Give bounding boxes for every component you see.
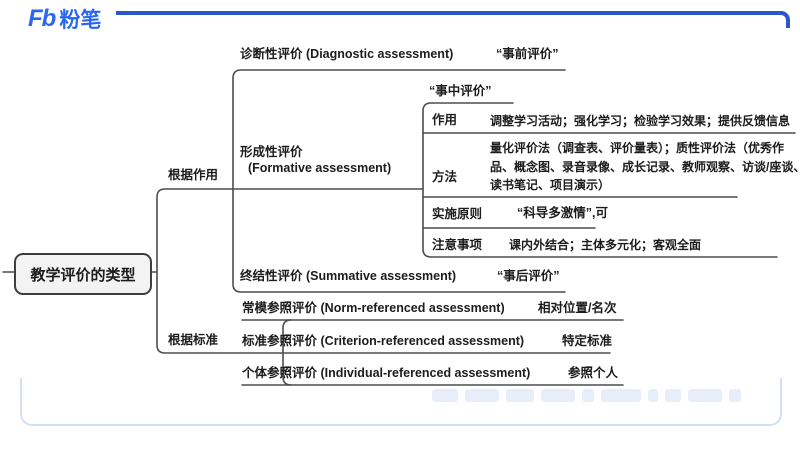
watermark-blob bbox=[582, 389, 594, 402]
fenbi-logo: Fb 粉笔 bbox=[28, 4, 101, 34]
watermark-blob bbox=[465, 389, 499, 402]
diagnostic-zh: 诊断性评价 bbox=[240, 47, 303, 61]
norm-zh: 常模参照评价 bbox=[242, 301, 318, 315]
formative-zh: 形成性评价 bbox=[240, 145, 303, 159]
slide-frame bbox=[20, 378, 782, 426]
diagnostic-en: (Diagnostic assessment) bbox=[306, 47, 454, 61]
formative-node: 形成性评价 (Formative assessment) bbox=[240, 145, 391, 176]
criterion-note: 特定标准 bbox=[562, 334, 613, 348]
logo-text: 粉笔 bbox=[59, 9, 102, 32]
summative-node: 终结性评价 (Summative assessment) bbox=[240, 269, 456, 285]
formative-note: “事中评价” bbox=[429, 84, 492, 98]
watermark-blob bbox=[648, 389, 658, 402]
formative-en: (Formative assessment) bbox=[248, 160, 392, 175]
branch-standard-label: 根据标准 bbox=[168, 333, 219, 347]
norm-note: 相对位置/名次 bbox=[538, 301, 617, 315]
norm-en: (Norm-referenced assessment) bbox=[320, 301, 505, 315]
criterion-en: (Criterion-referenced assessment) bbox=[320, 334, 525, 348]
criterion-zh: 标准参照评价 bbox=[242, 334, 318, 348]
row-notes-text: 课内外结合；主体多元化；客观全面 bbox=[509, 238, 702, 252]
watermark-blob bbox=[665, 389, 681, 402]
row-method-label: 方法 bbox=[432, 170, 458, 184]
trunk-standard bbox=[282, 319, 292, 386]
summative-zh: 终结性评价 bbox=[240, 269, 303, 283]
watermark bbox=[432, 389, 784, 405]
watermark-blob bbox=[729, 389, 741, 402]
row-action-text: 调整学习活动；强化学习；检验学习效果；提供反馈信息 bbox=[490, 114, 791, 128]
watermark-blob bbox=[541, 389, 575, 402]
logo-mark-icon: Fb bbox=[28, 5, 56, 32]
norm-node: 常模参照评价 (Norm-referenced assessment) bbox=[242, 301, 505, 317]
diagnostic-node: 诊断性评价 (Diagnostic assessment) bbox=[240, 47, 453, 63]
row-action-label: 作用 bbox=[432, 113, 458, 127]
branch-function-label: 根据作用 bbox=[168, 168, 219, 182]
individual-zh: 个体参照评价 bbox=[242, 366, 318, 380]
summative-note: “事后评价” bbox=[497, 269, 560, 283]
row-notes-label: 注意事项 bbox=[432, 238, 483, 252]
diagnostic-note: “事前评价” bbox=[496, 47, 559, 61]
trunk-level1 bbox=[156, 188, 611, 354]
individual-note: 参照个人 bbox=[568, 366, 619, 380]
individual-en: (Individual-referenced assessment) bbox=[320, 366, 531, 380]
watermark-blob bbox=[506, 389, 534, 402]
individual-node: 个体参照评价 (Individual-referenced assessment… bbox=[242, 366, 530, 382]
trunk-function bbox=[232, 69, 566, 293]
root-node: 教学评价的类型 bbox=[14, 253, 152, 295]
header-rule bbox=[116, 11, 790, 28]
row-method-text: 量化评价法（调查表、评价量表）；质性评价法（优秀作品、概念图、录音录像、成长记录… bbox=[490, 141, 800, 193]
trunk-formative bbox=[422, 102, 778, 258]
watermark-blob bbox=[601, 389, 641, 402]
row-principle-label: 实施原则 bbox=[432, 207, 483, 221]
row-principle-text: “科导多激情”,可 bbox=[517, 206, 608, 220]
watermark-blob bbox=[688, 389, 722, 402]
watermark-blob bbox=[432, 389, 458, 402]
criterion-node: 标准参照评价 (Criterion-referenced assessment) bbox=[242, 334, 524, 350]
summative-en: (Summative assessment) bbox=[306, 269, 457, 283]
